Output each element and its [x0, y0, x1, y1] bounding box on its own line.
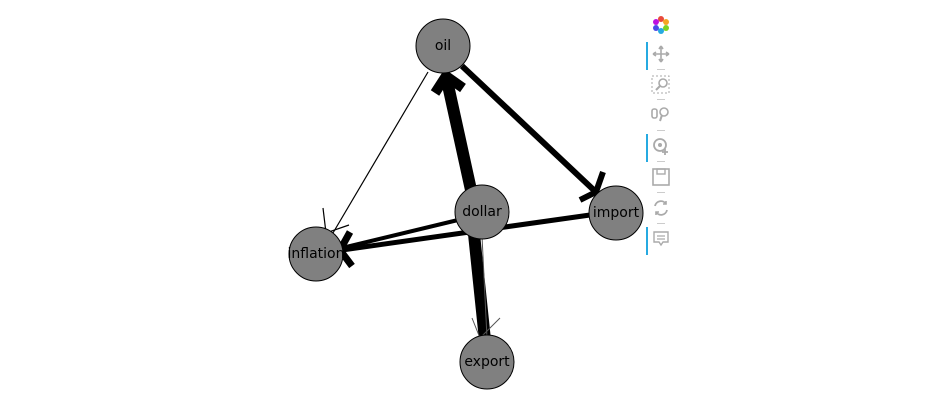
edge-dollar-oil	[440, 74, 477, 192]
nodes-layer: oil dollar import inflation export	[288, 18, 644, 390]
arrowhead-dollar-oil	[430, 68, 466, 96]
node-label-inflation: inflation	[288, 246, 345, 262]
node-export[interactable]: export	[459, 334, 515, 390]
node-label-dollar: dollar	[462, 204, 502, 220]
node-label-import: import	[593, 205, 640, 221]
node-inflation[interactable]: inflation	[288, 226, 345, 282]
reset-tool-icon[interactable]	[646, 195, 676, 221]
box-zoom-tool-icon[interactable]	[646, 72, 676, 98]
save-tool-icon[interactable]	[646, 164, 676, 190]
arrowhead-oil-import	[578, 171, 606, 203]
edges-layer	[322, 63, 606, 341]
node-label-oil: oil	[435, 38, 451, 54]
edge-dollar-inflation	[341, 218, 459, 250]
node-import[interactable]: import	[588, 185, 644, 241]
node-oil[interactable]: oil	[415, 18, 471, 74]
node-label-export: export	[464, 354, 510, 370]
wheel-zoom-tool-icon[interactable]	[646, 133, 676, 162]
pan-tool-icon[interactable]	[646, 41, 676, 70]
edge-dollar-export-thin	[481, 235, 488, 339]
bokeh-logo-icon[interactable]	[646, 12, 676, 38]
plot-toolbar	[646, 10, 676, 260]
node-dollar[interactable]: dollar	[454, 184, 510, 240]
zoom-tool-icon[interactable]	[646, 102, 676, 128]
hover-tool-icon[interactable]	[646, 226, 676, 255]
edge-oil-inflation	[329, 71, 429, 239]
edge-oil-import	[459, 63, 601, 197]
edge-dollar-export	[468, 233, 491, 341]
